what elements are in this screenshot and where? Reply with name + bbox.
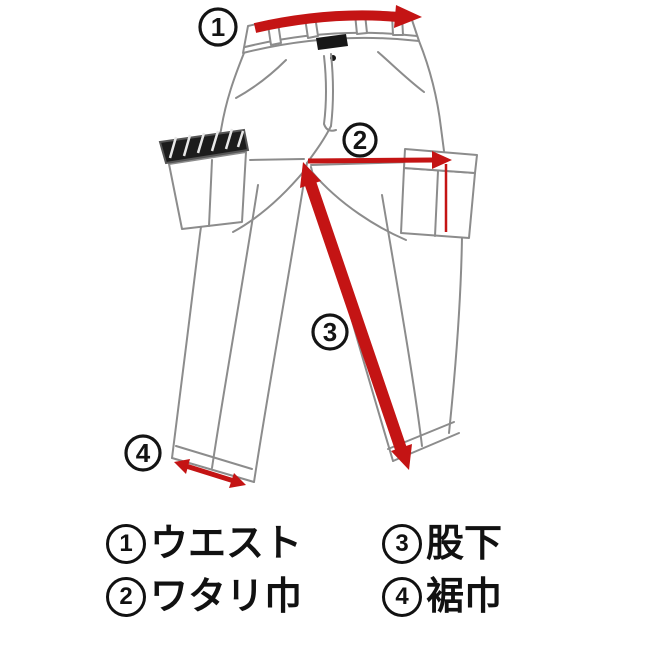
legend-item-hem-width: 4 裾巾	[382, 574, 502, 620]
marker-3-inseam: 3	[311, 313, 349, 351]
inseam-arrow	[300, 162, 412, 470]
crotch-seam	[306, 125, 332, 164]
legend-number-1: 1	[106, 524, 146, 564]
right-thigh-crease	[311, 171, 407, 241]
left-pocket-body	[168, 151, 247, 230]
right-leg-outer-seam	[440, 127, 463, 434]
right-hip-seam	[418, 40, 442, 129]
legend-column-right: 3 股下 4 裾巾	[382, 521, 502, 620]
legend-label-thigh-width: ワタリ巾	[150, 576, 303, 618]
legend-number-4: 4	[382, 577, 422, 617]
marker-4-hem-width: 4	[124, 434, 162, 472]
left-leg-crease	[211, 184, 259, 469]
pants-outline	[171, 10, 463, 483]
marker-2-thigh-width: 2	[342, 122, 378, 158]
left-pocket-flap-stripes	[168, 128, 245, 159]
measurement-arrows	[174, 5, 452, 488]
left-thigh-line	[249, 158, 305, 161]
waist-arrow	[253, 5, 422, 33]
legend-label-hem-width: 裾巾	[426, 576, 503, 618]
legend-label-inseam: 股下	[426, 523, 503, 565]
waist-button-detail	[316, 34, 348, 50]
fly-seam	[323, 53, 337, 132]
left-slant-pocket	[235, 59, 287, 99]
legend-item-waist: 1 ウエスト	[106, 521, 382, 567]
marker-number-1: 1	[211, 12, 225, 42]
thigh-width-arrow	[307, 151, 452, 232]
left-hip-seam	[220, 52, 245, 131]
legend-label-waist: ウエスト	[150, 523, 303, 565]
hem-width-arrow	[174, 459, 246, 488]
legend-item-thigh-width: 2 ワタリ巾	[106, 574, 382, 620]
right-slant-pocket	[377, 51, 425, 93]
left-cargo-pocket	[158, 128, 250, 230]
left-leg-inner-seam	[253, 162, 308, 483]
right-cargo-pocket	[400, 148, 478, 239]
marker-number-3: 3	[323, 317, 337, 347]
legend-item-inseam: 3 股下	[382, 521, 502, 567]
marker-number-4: 4	[136, 438, 151, 468]
marker-1-waist: 1	[198, 7, 238, 47]
legend-column-left: 1 ウエスト 2 ワタリ巾	[106, 521, 382, 620]
left-thigh-crease	[232, 169, 306, 233]
legend: 1 ウエスト 2 ワタリ巾 3 股下 4 裾巾	[106, 521, 502, 620]
marker-number-2: 2	[353, 125, 367, 155]
left-pocket-pleat	[208, 159, 213, 227]
legend-number-2: 2	[106, 577, 146, 617]
right-pocket-pleat	[434, 170, 439, 237]
legend-number-3: 3	[382, 524, 422, 564]
